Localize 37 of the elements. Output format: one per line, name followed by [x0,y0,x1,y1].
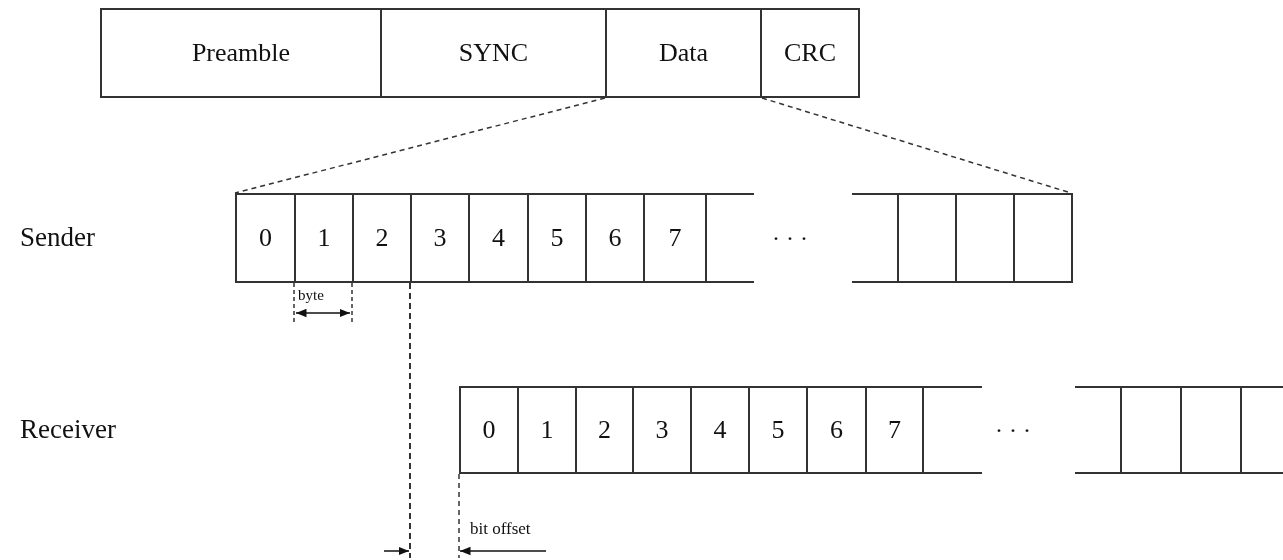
bit-cell: 4 [690,386,750,474]
frame-field: CRC [760,8,860,98]
bit-cell: 1 [294,193,354,283]
bit-cell [922,386,982,474]
bit-cell: 6 [585,193,645,283]
bit-cell: 6 [806,386,867,474]
bit-cell: 1 [517,386,577,474]
row-label: Receiver [20,416,116,443]
bit-cell: 3 [632,386,692,474]
dimension-label: bit offset [470,520,531,537]
bit-cell: 7 [643,193,707,283]
bit-cell: 5 [527,193,587,283]
bit-cell: 7 [865,386,924,474]
bit-cell: 4 [468,193,529,283]
frame-field: Preamble [100,8,382,98]
connector [234,97,606,194]
bit-cell [852,193,899,283]
bit-cell [1180,386,1242,474]
bit-cell [955,193,1015,283]
bit-cell [897,193,957,283]
bit-cell [1075,386,1122,474]
bit-cell [1120,386,1182,474]
ellipsis-text: · · · [995,418,1031,442]
ellipsis-text: · · · [772,226,808,250]
bit-cell: 2 [575,386,634,474]
bit-cell [1240,386,1283,474]
bit-cell: 0 [235,193,296,283]
bit-cell: 0 [459,386,519,474]
bit-cell: 3 [410,193,470,283]
bit-cell [1013,193,1073,283]
row-label: Sender [20,224,95,251]
dimension-label: byte [298,288,324,303]
bit-cell: 5 [748,386,808,474]
bit-cell: 2 [352,193,412,283]
bit-cell [705,193,754,283]
frame-field: SYNC [380,8,607,98]
frame-field: Data [605,8,762,98]
